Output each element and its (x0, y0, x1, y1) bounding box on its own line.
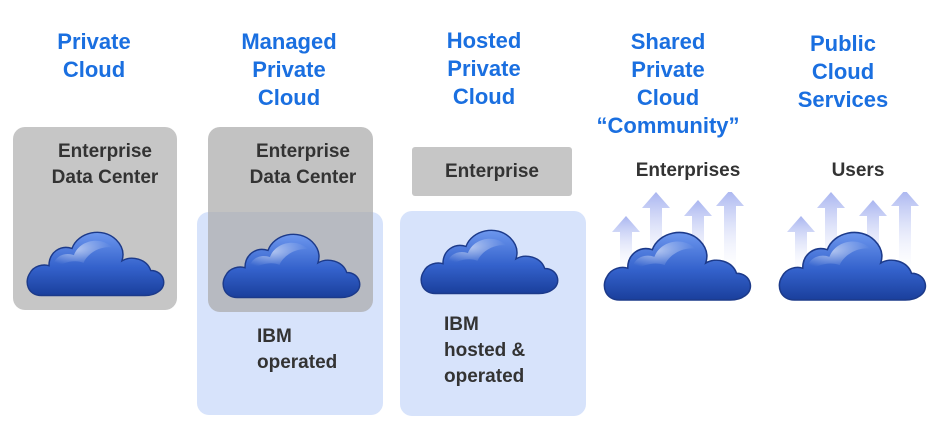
enterprise-label: Enterprise (445, 161, 539, 182)
enterprise-data-center-label: Enterprise Data Center (249, 141, 357, 188)
title-private-cloud: Private Cloud (57, 29, 131, 82)
title-shared-private-cloud-community: Shared Private Cloud “Community” (596, 29, 740, 138)
title-public-cloud-services: Public Cloud Services (797, 31, 889, 112)
cloud-icon (418, 214, 562, 300)
ibm-operated-label: IBM operated (257, 326, 338, 373)
cloud-icon (601, 216, 755, 306)
title-managed-private-cloud: Managed Private Cloud (241, 29, 337, 110)
cloud-icon (24, 216, 168, 302)
cloud-icon (776, 216, 930, 306)
users-label: Users (831, 160, 885, 181)
title-hosted-private-cloud: Hosted Private Cloud (446, 28, 522, 109)
enterprises-label: Enterprises (635, 160, 741, 181)
ibm-hosted-operated-label: IBM hosted & operated (444, 314, 526, 387)
enterprise-data-center-label: Enterprise Data Center (51, 141, 159, 188)
enterprise-box (412, 147, 572, 196)
cloud-icon (220, 218, 364, 304)
